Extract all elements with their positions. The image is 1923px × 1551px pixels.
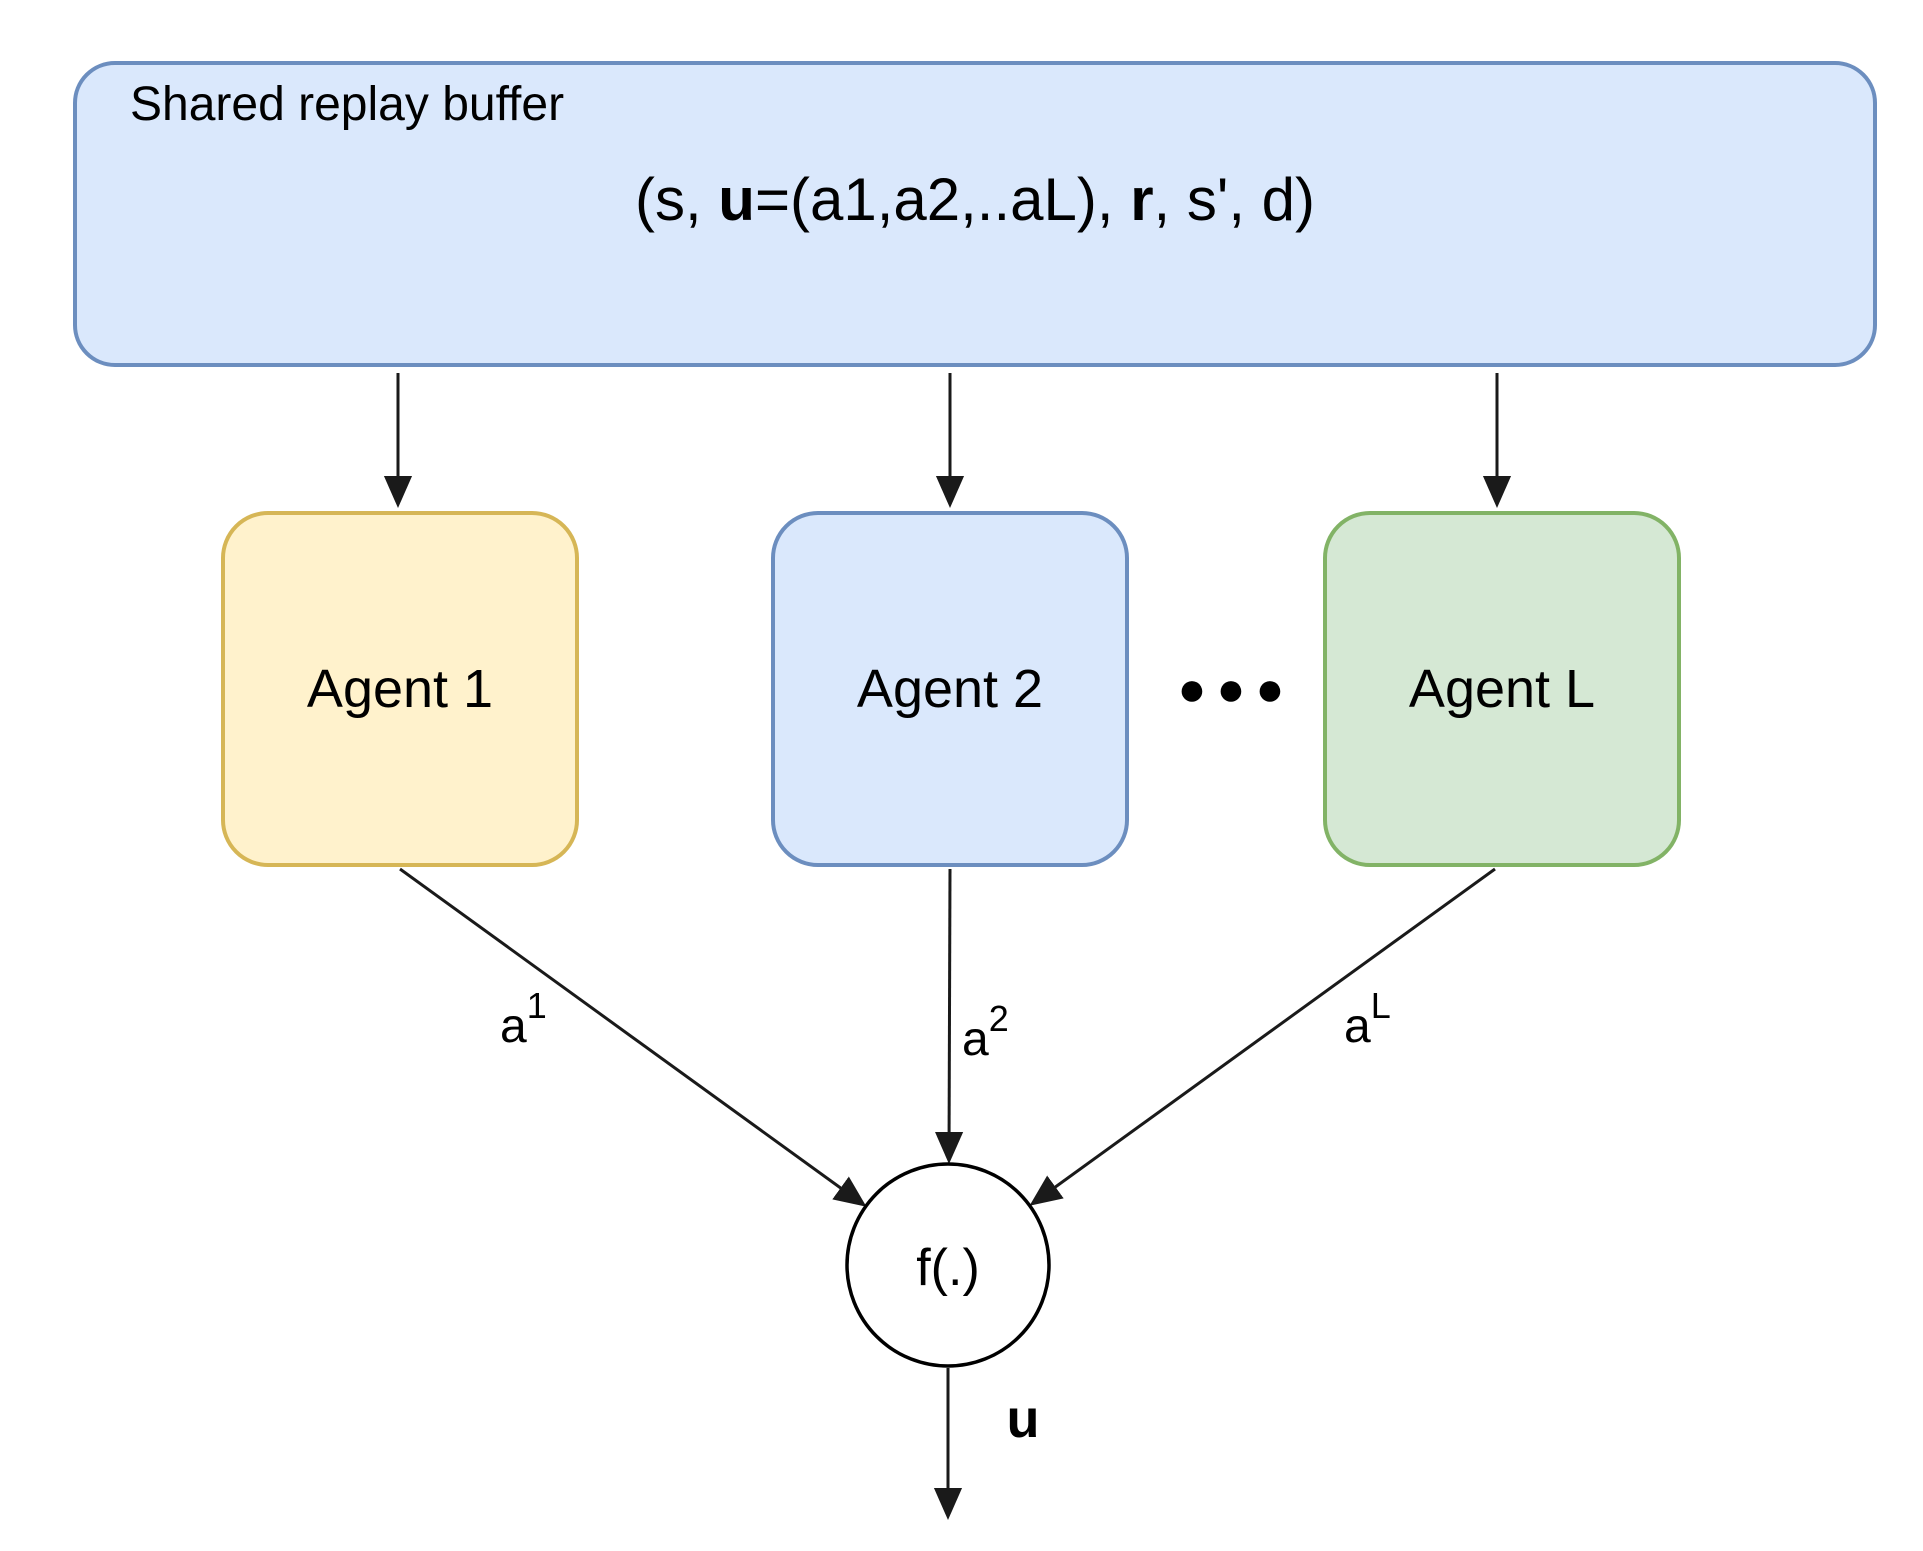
agent-l-label: Agent L [1409,659,1595,719]
ellipsis-dots: ●●● [1178,663,1295,716]
tuple-mid: =(a1,a2,..aL), [755,166,1130,233]
action-a2-superscript: 2 [989,998,1009,1039]
arrow-agent-l-to-function [1029,867,1496,1206]
replay-tuple-label: (s, u=(a1,a2,..aL), r, s', d) [635,166,1315,233]
shared-replay-buffer-box [73,61,1877,367]
agent-2-box [771,511,1129,867]
tuple-joint-action-symbol: u [718,166,755,233]
action-label-a1: a1 [500,985,547,1053]
tuple-prefix: (s, [635,166,718,233]
action-a2-base: a [962,1013,989,1066]
mixing-function-node [845,1162,1051,1368]
action-al-base: a [1344,1000,1371,1053]
shared-replay-buffer-title: Shared replay buffer [130,78,564,131]
arrow-agent-2-to-function [935,868,964,1164]
action-a1-superscript: 1 [527,985,547,1026]
output-joint-action-label: u [1007,1389,1040,1449]
action-label-a2: a2 [962,998,1009,1066]
mixing-function-label: f(.) [916,1239,980,1297]
agent-l-box [1323,511,1681,867]
tuple-reward-symbol: r [1130,166,1153,233]
arrow-agent-1-to-function [399,867,867,1207]
action-al-superscript: L [1371,985,1391,1026]
agent-1-label: Agent 1 [307,659,493,719]
agent-1-box [221,511,579,867]
action-label-al: aL [1344,985,1391,1053]
tuple-suffix: , s', d) [1154,166,1315,233]
agent-2-label: Agent 2 [857,659,1043,719]
action-a1-base: a [500,1000,527,1053]
